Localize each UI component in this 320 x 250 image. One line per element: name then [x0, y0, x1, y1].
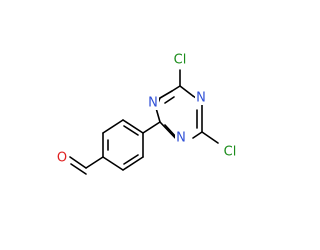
bond-lines	[69, 69, 219, 175]
bond	[102, 156, 124, 171]
bond	[179, 85, 194, 97]
double-bond-inner	[123, 125, 139, 136]
bond	[159, 90, 173, 99]
bond	[192, 131, 203, 139]
atom-cl-top: Cl	[174, 53, 187, 68]
atom-n-top: N	[148, 96, 158, 111]
double-bond-inner	[123, 154, 139, 165]
bond	[122, 119, 144, 134]
atom-n-bottom: N	[176, 131, 186, 146]
bond	[85, 156, 104, 169]
bond	[102, 119, 124, 134]
molecule-structure: N N N Cl Cl O	[55, 52, 240, 175]
bond	[142, 121, 161, 134]
bond	[155, 107, 161, 123]
double-bond-inner	[164, 96, 175, 104]
double-bond-inner	[70, 163, 87, 175]
atom-cl-right: Cl	[224, 145, 237, 160]
atom-labels: N N N Cl Cl O	[55, 52, 240, 166]
bond	[122, 156, 144, 171]
atom-n-right: N	[196, 91, 206, 106]
bond	[69, 156, 87, 169]
bond	[171, 85, 181, 92]
atom-o-aldehyde: O	[57, 151, 67, 166]
bond	[201, 131, 219, 144]
